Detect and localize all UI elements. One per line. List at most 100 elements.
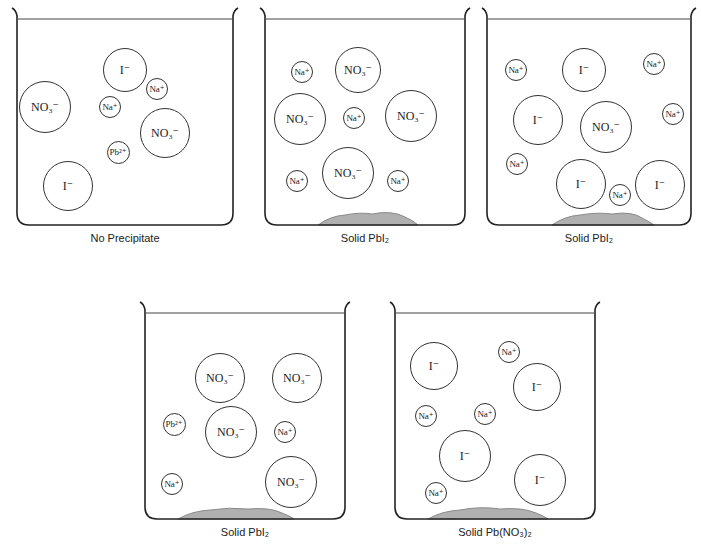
ion-circle: Na⁺ <box>291 61 313 83</box>
ion-label: NO₃⁻ <box>334 167 362 179</box>
ion-label: I⁻ <box>655 179 665 191</box>
ion-circle: I⁻ <box>439 430 491 482</box>
ion-circle: Pb²⁺ <box>107 141 130 164</box>
ion-circle: Na⁺ <box>609 184 631 206</box>
ion-label: Na⁺ <box>418 412 433 421</box>
ion-label: NO₃⁻ <box>277 476 305 488</box>
ion-circle: I⁻ <box>562 48 606 92</box>
ion-label: NO₃⁻ <box>286 113 314 125</box>
ion-circle: I⁻ <box>513 95 563 145</box>
ion-circle: Na⁺ <box>498 341 520 363</box>
ion-circle: Na⁺ <box>387 170 409 192</box>
ion-label: NO₃⁻ <box>206 372 234 384</box>
ion-label: Na⁺ <box>646 60 661 69</box>
ion-circle: Pb²⁺ <box>163 413 186 436</box>
ion-circle: Na⁺ <box>662 103 684 125</box>
ion-circle: NO₃⁻ <box>195 353 245 403</box>
ion-label: Na⁺ <box>501 348 516 357</box>
beaker-caption: Solid PbI₂ <box>260 232 470 244</box>
ion-label: Na⁺ <box>477 410 492 419</box>
ion-circle: I⁻ <box>103 48 147 92</box>
ion-label: I⁻ <box>63 180 73 192</box>
ion-circle: NO₃⁻ <box>385 90 437 142</box>
ion-circle: I⁻ <box>635 160 685 210</box>
beaker-caption: No Precipitate <box>12 232 238 244</box>
liquid-surface <box>145 313 345 314</box>
ion-label: Na⁺ <box>665 110 680 119</box>
ion-label: Na⁺ <box>289 177 304 186</box>
ion-label: Na⁺ <box>390 177 405 186</box>
ion-circle: NO₃⁻ <box>205 406 257 458</box>
ion-circle: Na⁺ <box>506 153 528 175</box>
beaker-caption: Solid PbI₂ <box>140 526 350 538</box>
ion-circle: NO₃⁻ <box>322 147 374 199</box>
beaker-wall <box>260 8 470 225</box>
beaker: Solid PbI₂ Na⁺ I⁻ Na⁺ I⁻ NO₃⁻ Na⁺ Na⁺ I⁻ Na⁺ I⁻ <box>482 8 696 249</box>
ion-circle: Na⁺ <box>274 421 296 443</box>
ion-circle: Na⁺ <box>99 96 121 118</box>
ion-circle: Na⁺ <box>425 482 447 504</box>
ion-circle: Na⁺ <box>146 78 168 100</box>
beaker: No Precipitate I⁻ Na⁺ NO₃⁻ Na⁺ NO₃⁻ Pb²⁺ I⁻ <box>12 8 238 249</box>
ion-circle: I⁻ <box>514 454 566 506</box>
ion-label: I⁻ <box>576 178 586 190</box>
precipitate <box>552 213 654 225</box>
beaker: Solid PbI₂ Na⁺ NO₃⁻ NO₃⁻ Na⁺ NO₃⁻ NO₃⁻ Na⁺ Na⁺ <box>260 8 470 249</box>
ion-circle: Na⁺ <box>415 405 437 427</box>
ion-label: Na⁺ <box>346 114 361 123</box>
ion-label: Na⁺ <box>428 489 443 498</box>
ion-label: NO₃⁻ <box>397 110 425 122</box>
ion-circle: NO₃⁻ <box>265 456 317 508</box>
ion-label: Na⁺ <box>294 68 309 77</box>
ion-circle: Na⁺ <box>643 53 665 75</box>
beaker-wall <box>390 302 600 519</box>
ion-circle: Na⁺ <box>474 403 496 425</box>
ion-label: NO₃⁻ <box>592 121 620 133</box>
beaker-caption: Solid PbI₂ <box>482 232 696 244</box>
ion-label: NO₃⁻ <box>31 101 59 113</box>
liquid-surface <box>395 313 595 314</box>
ion-label: Na⁺ <box>612 191 627 200</box>
precipitate <box>178 508 294 519</box>
ion-circle: NO₃⁻ <box>335 47 381 93</box>
ion-label: I⁻ <box>429 360 439 372</box>
liquid-surface <box>487 19 691 20</box>
precipitate <box>428 508 548 519</box>
ion-label: I⁻ <box>460 450 470 462</box>
ion-circle: NO₃⁻ <box>272 353 322 403</box>
ion-label: Na⁺ <box>149 85 164 94</box>
ion-label: I⁻ <box>579 64 589 76</box>
ion-circle: NO₃⁻ <box>19 81 71 133</box>
ion-label: I⁻ <box>535 474 545 486</box>
ion-circle: Na⁺ <box>161 473 183 495</box>
ion-label: Na⁺ <box>508 66 523 75</box>
ion-label: NO₃⁻ <box>344 64 372 76</box>
ion-circle: I⁻ <box>513 363 561 411</box>
ion-circle: NO₃⁻ <box>274 93 326 145</box>
beaker: Solid Pb(NO₃)₂I⁻Na⁺I⁻Na⁺Na⁺I⁻I⁻Na⁺ <box>390 302 600 543</box>
ion-label: NO₃⁻ <box>151 127 179 139</box>
ion-circle: I⁻ <box>410 342 458 390</box>
ion-label: Pb²⁺ <box>110 148 127 157</box>
ion-circle: Na⁺ <box>286 170 308 192</box>
ion-label: NO₃⁻ <box>283 372 311 384</box>
ion-label: NO₃⁻ <box>217 426 245 438</box>
ion-label: I⁻ <box>532 381 542 393</box>
ion-circle: NO₃⁻ <box>580 101 632 153</box>
ion-label: Na⁺ <box>277 428 292 437</box>
ion-label: I⁻ <box>120 64 130 76</box>
precipitate <box>318 213 418 225</box>
liquid-surface <box>265 19 465 20</box>
ion-circle: NO₃⁻ <box>140 108 190 158</box>
ion-label: Pb²⁺ <box>166 420 183 429</box>
beaker-wall <box>12 8 238 225</box>
ion-circle: I⁻ <box>556 159 606 209</box>
ion-circle: Na⁺ <box>343 107 365 129</box>
ion-circle: I⁻ <box>43 161 93 211</box>
beaker: Solid PbI₂ NO₃⁻ NO₃⁻ Pb²⁺ NO₃⁻ Na⁺ Na⁺ NO₃⁻ <box>140 302 350 543</box>
ion-label: Na⁺ <box>164 480 179 489</box>
liquid-surface <box>17 19 233 20</box>
ion-label: Na⁺ <box>102 103 117 112</box>
ion-label: I⁻ <box>533 114 543 126</box>
